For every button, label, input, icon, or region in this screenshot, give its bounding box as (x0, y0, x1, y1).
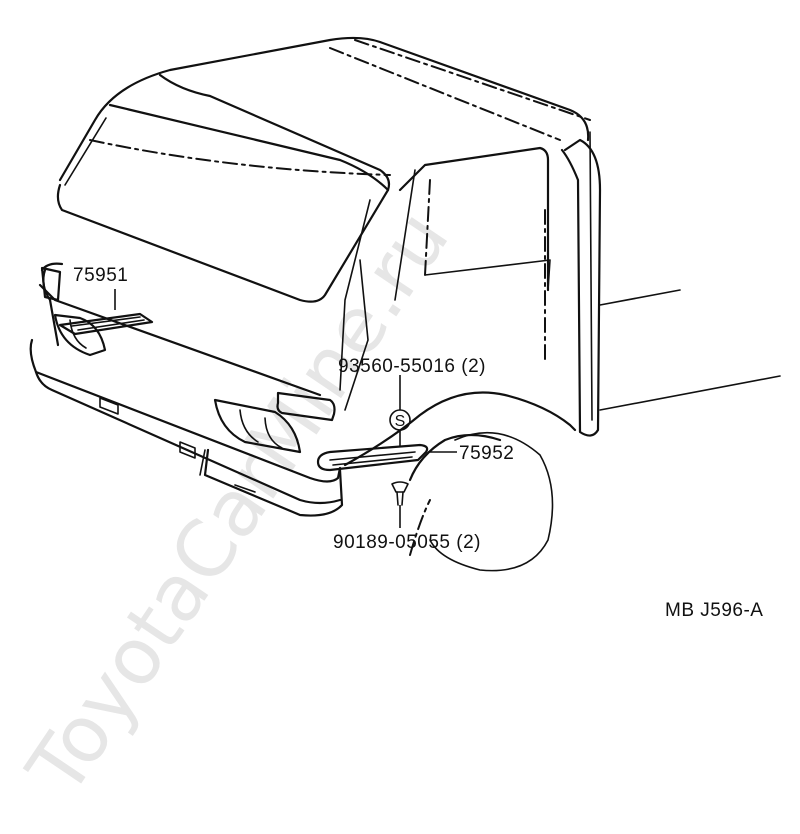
part-label-75952: 75952 (459, 443, 514, 464)
truck-cab-drawing (29, 36, 781, 572)
part-label-clip: 90189-05055 (2) (333, 532, 481, 553)
figure-code: MB J596-A (665, 600, 763, 621)
front-vent-part (58, 289, 154, 336)
part-label-75951: 75951 (73, 265, 128, 286)
svg-text:S: S (395, 413, 406, 430)
part-label-screw: 93560-55016 (2) (338, 356, 486, 377)
side-vent-part (316, 443, 457, 472)
clip-symbol (391, 481, 409, 528)
screw-symbol: S (389, 375, 411, 447)
